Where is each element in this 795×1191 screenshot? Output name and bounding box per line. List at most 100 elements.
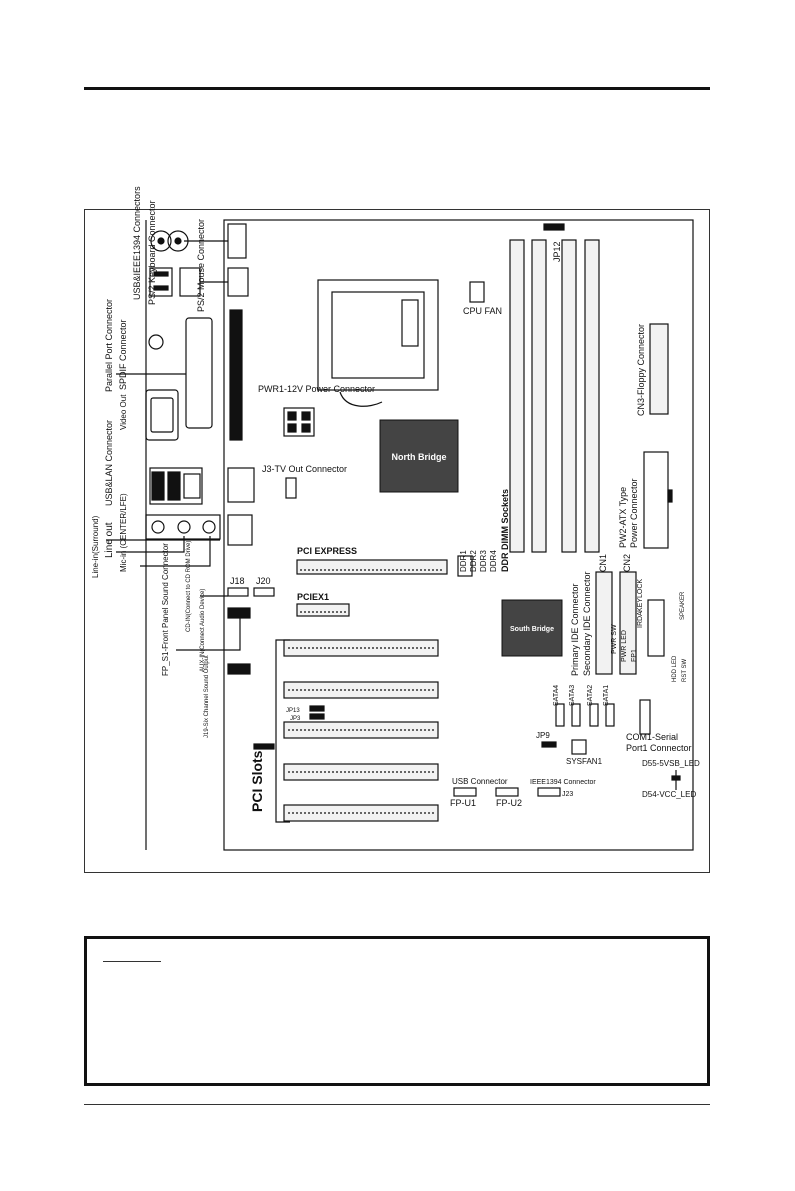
label-line-out: Line out	[104, 522, 115, 558]
label-parallel-port: Parallel Port Connector	[104, 299, 114, 392]
label-sysfan1: SYSFAN1	[566, 757, 603, 766]
label-sata4: SATA4	[553, 685, 560, 706]
fp-s1-header	[227, 607, 251, 619]
north-bridge-chip	[379, 419, 459, 493]
j20-header	[253, 587, 275, 597]
label-irda: IRDA	[637, 611, 644, 628]
label-pw2-b: Power Connector	[629, 478, 639, 548]
label-cn3: CN3-Floppy Connector	[636, 324, 646, 416]
label-sata1: SATA1	[603, 685, 610, 706]
label-secondary-ide: Secondary IDE Connector	[582, 571, 592, 676]
usb-ieee1394-ports	[149, 267, 201, 297]
label-usb-connector: USB Connector	[452, 777, 508, 786]
secondary-ide-connector	[619, 571, 637, 675]
primary-ide-connector	[595, 571, 613, 675]
label-j3: J3-TV Out Connector	[262, 464, 347, 474]
audio-jacks	[145, 514, 221, 540]
label-ddr3: DDR3	[479, 550, 488, 572]
label-d55: D55-5VSB_LED	[642, 759, 700, 768]
note-heading-underline	[103, 961, 161, 962]
diagram-frame	[84, 209, 710, 873]
label-cn2: CN2	[622, 554, 632, 572]
label-cpu-fan: CPU FAN	[463, 306, 502, 316]
label-cn1: CN1	[598, 554, 608, 572]
label-pciex1: PCIEX1	[297, 592, 329, 602]
label-fp-s1: FP_S1-Front Panel Sound Connector	[161, 543, 170, 676]
label-ps2-keyboard: PS/2 Keyboard Connector	[147, 200, 157, 305]
board-outline	[223, 219, 694, 851]
label-fp-u2: FP-U2	[496, 798, 522, 808]
label-jp13: JP13	[286, 708, 300, 714]
label-j23: J23	[562, 791, 573, 798]
sata-connectors	[555, 703, 615, 727]
footer-rule	[84, 1104, 710, 1105]
dimm-slots	[509, 239, 600, 553]
south-bridge-chip	[501, 599, 563, 657]
south-bridge-label: South Bridge	[510, 626, 554, 633]
label-usb-ieee1394: USB&IEEE1394 Connectors	[132, 186, 142, 300]
j3-header	[285, 477, 297, 499]
label-ddr2: DDR2	[469, 550, 478, 572]
label-pw2-a: PW2-ATX Type	[618, 487, 628, 548]
label-ps2-mouse: PS/2 Mouse Connector	[196, 219, 206, 312]
header-rule	[84, 87, 710, 90]
label-jp3: JP3	[290, 716, 301, 722]
label-mic-in: Mic-in (CENTER/LFE)	[119, 493, 128, 572]
label-j18: J18	[230, 576, 245, 586]
pwr1-connector	[283, 407, 315, 437]
label-com1-b: Port1 Connector	[626, 743, 692, 753]
label-pci-slots: PCI Slots	[249, 750, 265, 812]
parallel-port	[185, 317, 213, 429]
label-d54: D54-VCC_LED	[642, 790, 696, 799]
usb-lan-ports	[149, 467, 203, 505]
label-pci-express: PCI EXPRESS	[297, 546, 357, 556]
label-fp1: FP1	[631, 649, 638, 662]
sysfan1-header	[571, 739, 587, 755]
label-fp-u1: FP-U1	[450, 798, 476, 808]
label-pwr-led: PWR LED	[621, 630, 628, 662]
label-line-in: Line-in(Surround)	[91, 515, 100, 578]
label-rst-sw: RST SW	[682, 658, 688, 682]
label-ddr1: DDR1	[459, 550, 468, 572]
cpu-fan-header	[469, 281, 485, 303]
label-usb-lan: USB&LAN Connector	[104, 420, 114, 506]
label-ieee1394-connector: IEEE1394 Connector	[530, 779, 596, 786]
label-cd-in: CD-IN(Connect to CD ROM Drive)	[186, 541, 192, 632]
label-pwr-sw: PWR SW	[611, 624, 618, 654]
j18-header	[227, 587, 249, 597]
label-j20: J20	[256, 576, 271, 586]
fp1-header	[647, 599, 665, 657]
label-aux-in: AUX-IN(Connect Audio Device)	[200, 589, 206, 672]
label-com1-a: COM1-Serial	[626, 732, 678, 742]
pci-express-slot	[296, 559, 448, 575]
label-spdif: SPDIF Connector	[118, 319, 128, 390]
fp-u2-header	[495, 787, 519, 797]
label-speaker: SPEAKER	[680, 591, 686, 620]
label-hdd-led: HDD LED	[672, 655, 678, 682]
label-pwr1: PWR1-12V Power Connector	[258, 384, 375, 394]
spdif-jack	[148, 334, 164, 350]
north-bridge-label: North Bridge	[392, 452, 447, 462]
j19-header	[227, 663, 251, 675]
cpu-socket	[317, 279, 439, 407]
floppy-connector	[649, 323, 669, 415]
label-video-out: Video Out	[119, 394, 128, 430]
label-ddr-dimm: DDR DIMM Sockets	[500, 489, 510, 572]
label-primary-ide: Primary IDE Connector	[570, 583, 580, 676]
video-out-port	[145, 389, 179, 441]
ps2-ports	[150, 230, 189, 252]
label-jp12: JP12	[552, 241, 562, 262]
atx-power-connector	[643, 451, 669, 549]
fp-u1-header	[453, 787, 477, 797]
com1-header	[639, 699, 651, 735]
label-sata3: SATA3	[569, 685, 576, 706]
label-sata2: SATA2	[587, 685, 594, 706]
label-j19: J19-Six Channel Sound Output	[204, 655, 210, 738]
label-keylock: KEYLOCK	[637, 579, 644, 612]
j23-header	[537, 787, 561, 797]
note-box	[84, 936, 710, 1086]
jp12-jumper	[543, 223, 565, 231]
label-jp9: JP9	[536, 731, 550, 740]
label-ddr4: DDR4	[489, 550, 498, 572]
